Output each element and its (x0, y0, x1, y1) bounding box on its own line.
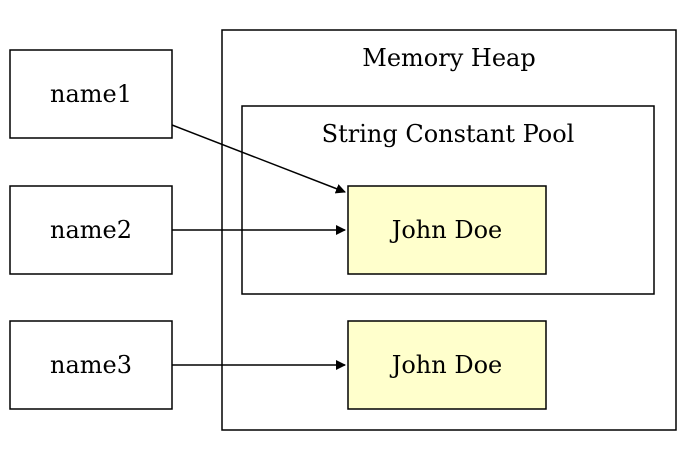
variable-label-name2: name2 (50, 216, 132, 244)
memory-heap-cluster: Memory Heap (221, 29, 677, 431)
variable-node-name3: name3 (9, 320, 173, 410)
variable-label-name1: name1 (50, 80, 132, 108)
edge-name1-to-pool-string (171, 124, 346, 194)
heap-string-label: John Doe (389, 351, 503, 379)
variable-label-name3: name3 (50, 351, 132, 379)
string-constant-pool-cluster: String Constant Pool (241, 105, 655, 295)
pool-string-node: John Doe (347, 185, 547, 275)
variable-node-name1: name1 (9, 49, 173, 139)
heap-string-node: John Doe (347, 320, 547, 410)
variable-node-name2: name2 (9, 185, 173, 275)
pool-string-label: John Doe (389, 216, 503, 244)
memory-heap-label: Memory Heap (362, 44, 535, 72)
string-constant-pool-label: String Constant Pool (322, 120, 575, 148)
